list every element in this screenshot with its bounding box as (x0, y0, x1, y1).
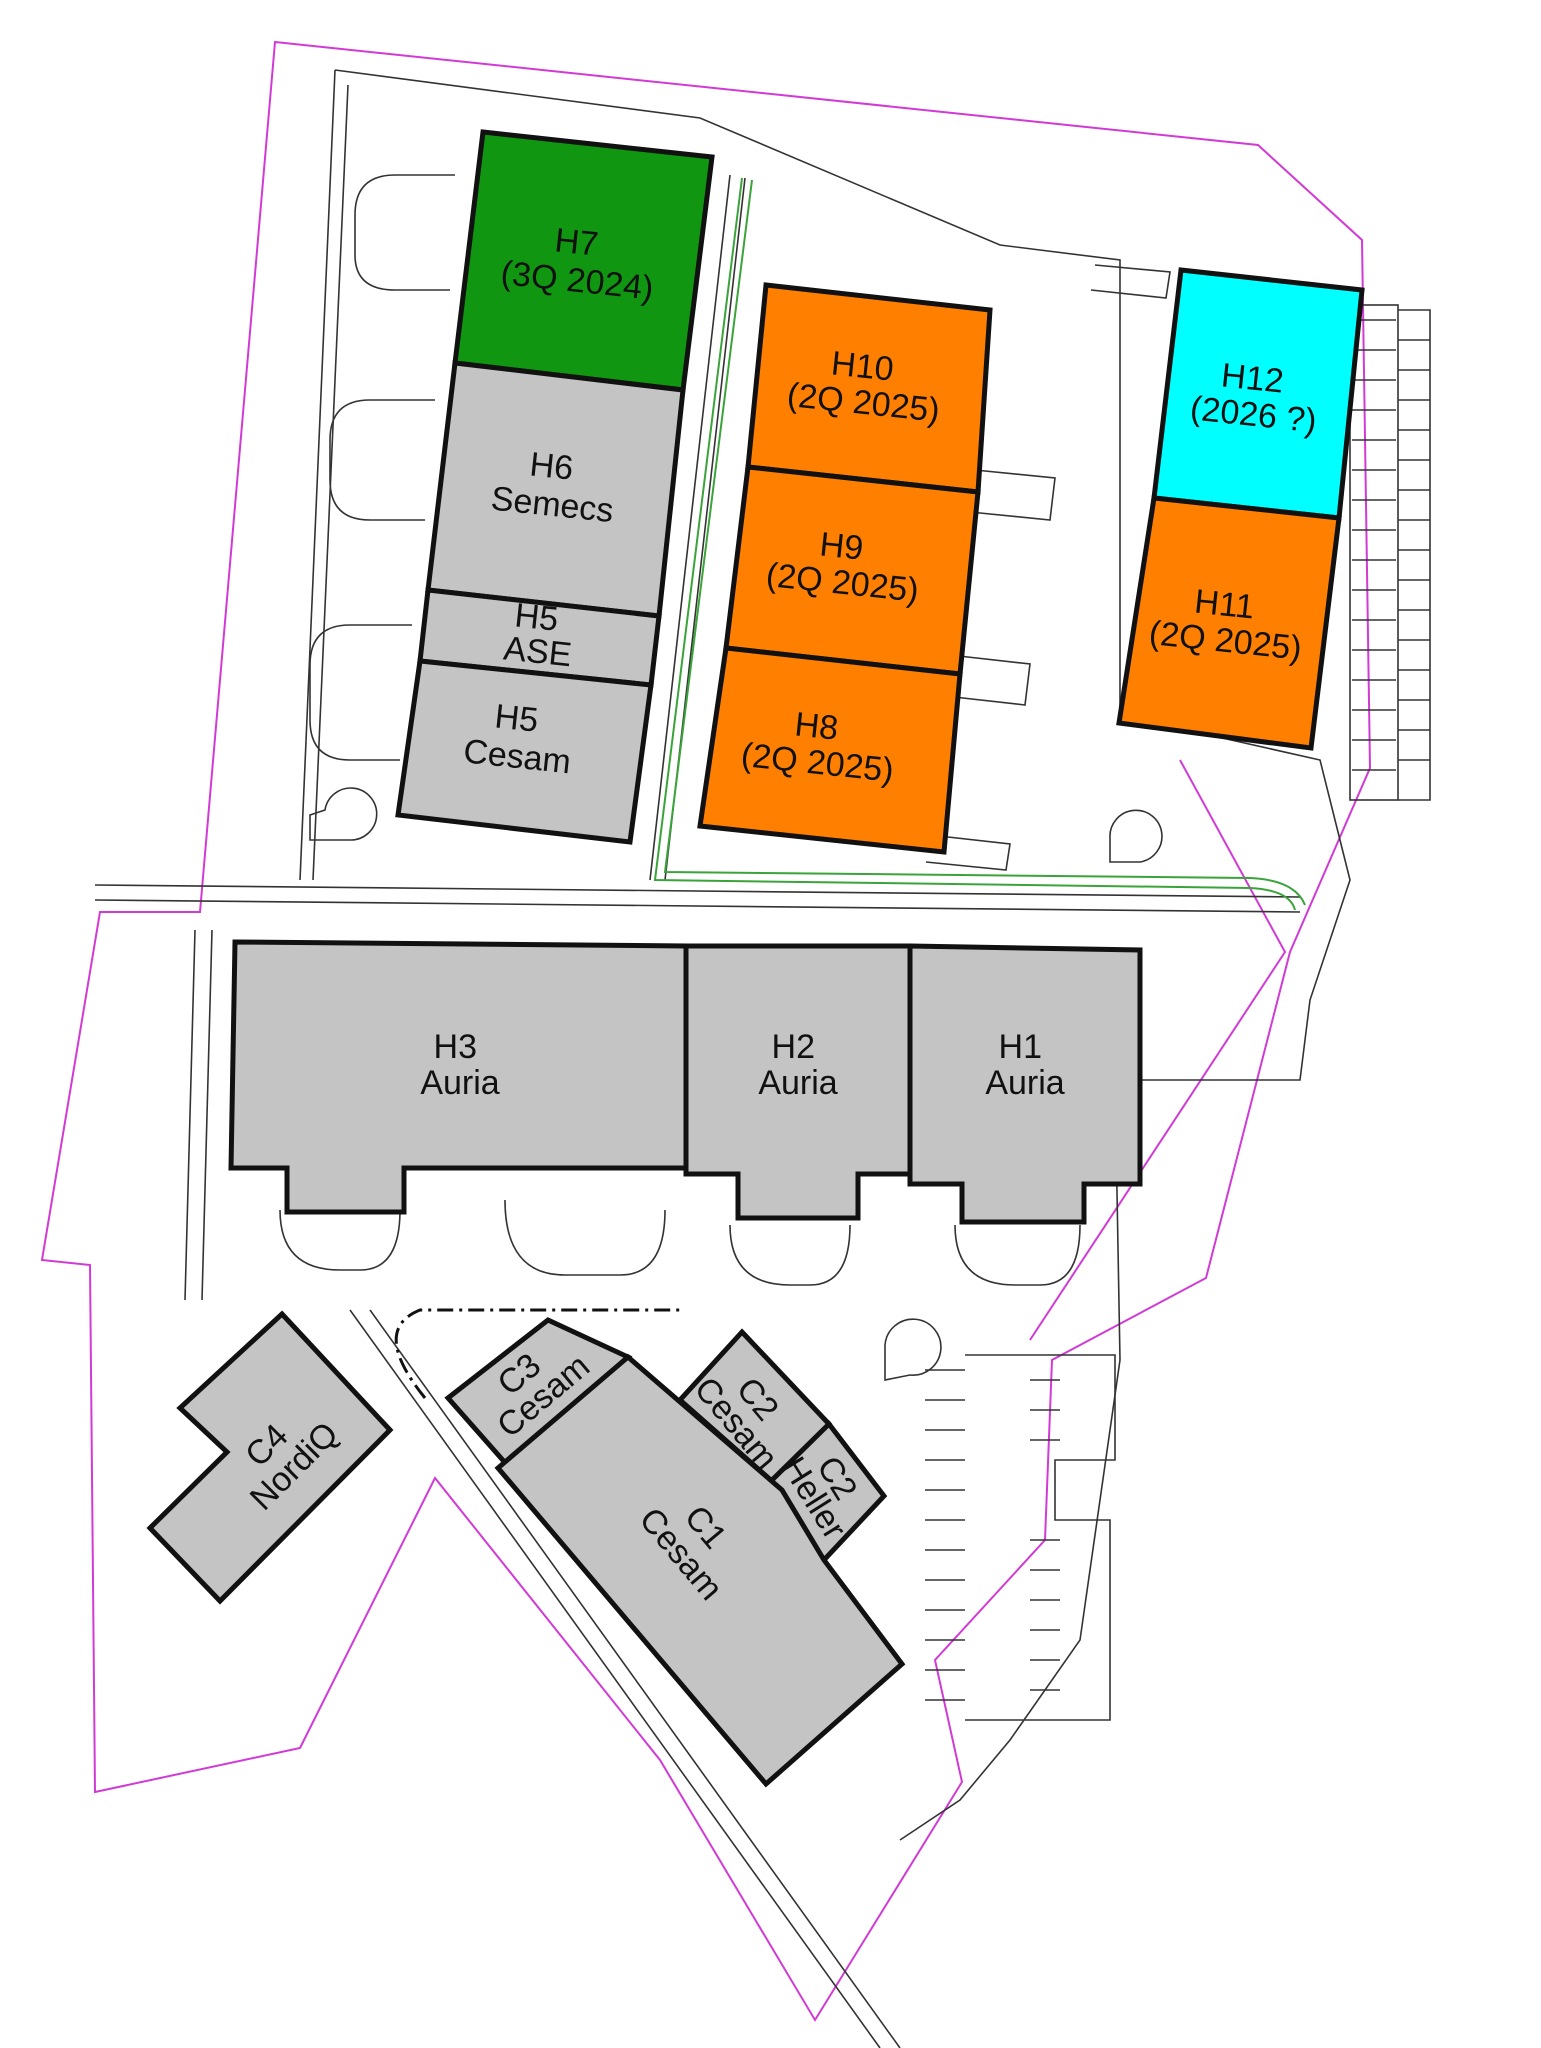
label-h3: H3 Auria (420, 1028, 499, 1102)
west-road (299, 69, 349, 881)
loading-curves-h3 (279, 1199, 666, 1276)
label-h5-ase: H5 ASE (502, 596, 577, 675)
outer-road (334, 69, 1351, 1841)
diagonal-lower-road (349, 1309, 901, 2048)
site-boundary (40, 40, 1372, 2022)
label-h2: H2 Auria (758, 1028, 837, 1102)
dash-dot-line (394, 1308, 680, 1399)
label-h1: H1 Auria (985, 1028, 1064, 1102)
parking-east (1349, 304, 1399, 801)
building-h8[interactable] (697, 645, 963, 855)
building-c4[interactable] (146, 1310, 394, 1605)
building-h1[interactable] (907, 943, 1143, 1225)
building-h5-cesam[interactable] (395, 658, 654, 845)
truck-loop-h6 (329, 399, 435, 521)
main-road-horizontal-2 (94, 899, 1301, 913)
parking-east-stalls (1352, 319, 1396, 771)
parking-southeast (965, 1354, 1116, 1721)
label-h7: H7 (3Q 2024) (499, 216, 659, 308)
roads-and-parking (94, 69, 1431, 2048)
green-path-line-1 (653, 177, 1296, 911)
main-road-horizontal (94, 884, 1301, 898)
parking-east-stalls-outer (1398, 309, 1431, 801)
lower-west-road (184, 929, 213, 1301)
loading-curves-h1 (954, 1224, 1081, 1286)
green-path-line-2 (663, 179, 1306, 906)
turning-circle-south (884, 1318, 942, 1381)
boundary-inner (1029, 759, 1287, 1341)
loading-curves-h2 (729, 1224, 851, 1286)
truck-loop-h5 (309, 624, 412, 761)
truck-loop-h7 (354, 174, 455, 291)
turning-circle-west (309, 787, 378, 841)
docks-h9-h8 (925, 469, 1056, 871)
docks-h12 (1090, 264, 1171, 299)
green-path (653, 177, 1306, 911)
parking-southeast-stalls (925, 1369, 1060, 1701)
buildings (146, 129, 1365, 1788)
building-c1[interactable] (494, 1353, 906, 1788)
turning-circle-east (1109, 809, 1163, 863)
building-h11[interactable] (1116, 495, 1342, 751)
boundary-north (40, 40, 1372, 2022)
